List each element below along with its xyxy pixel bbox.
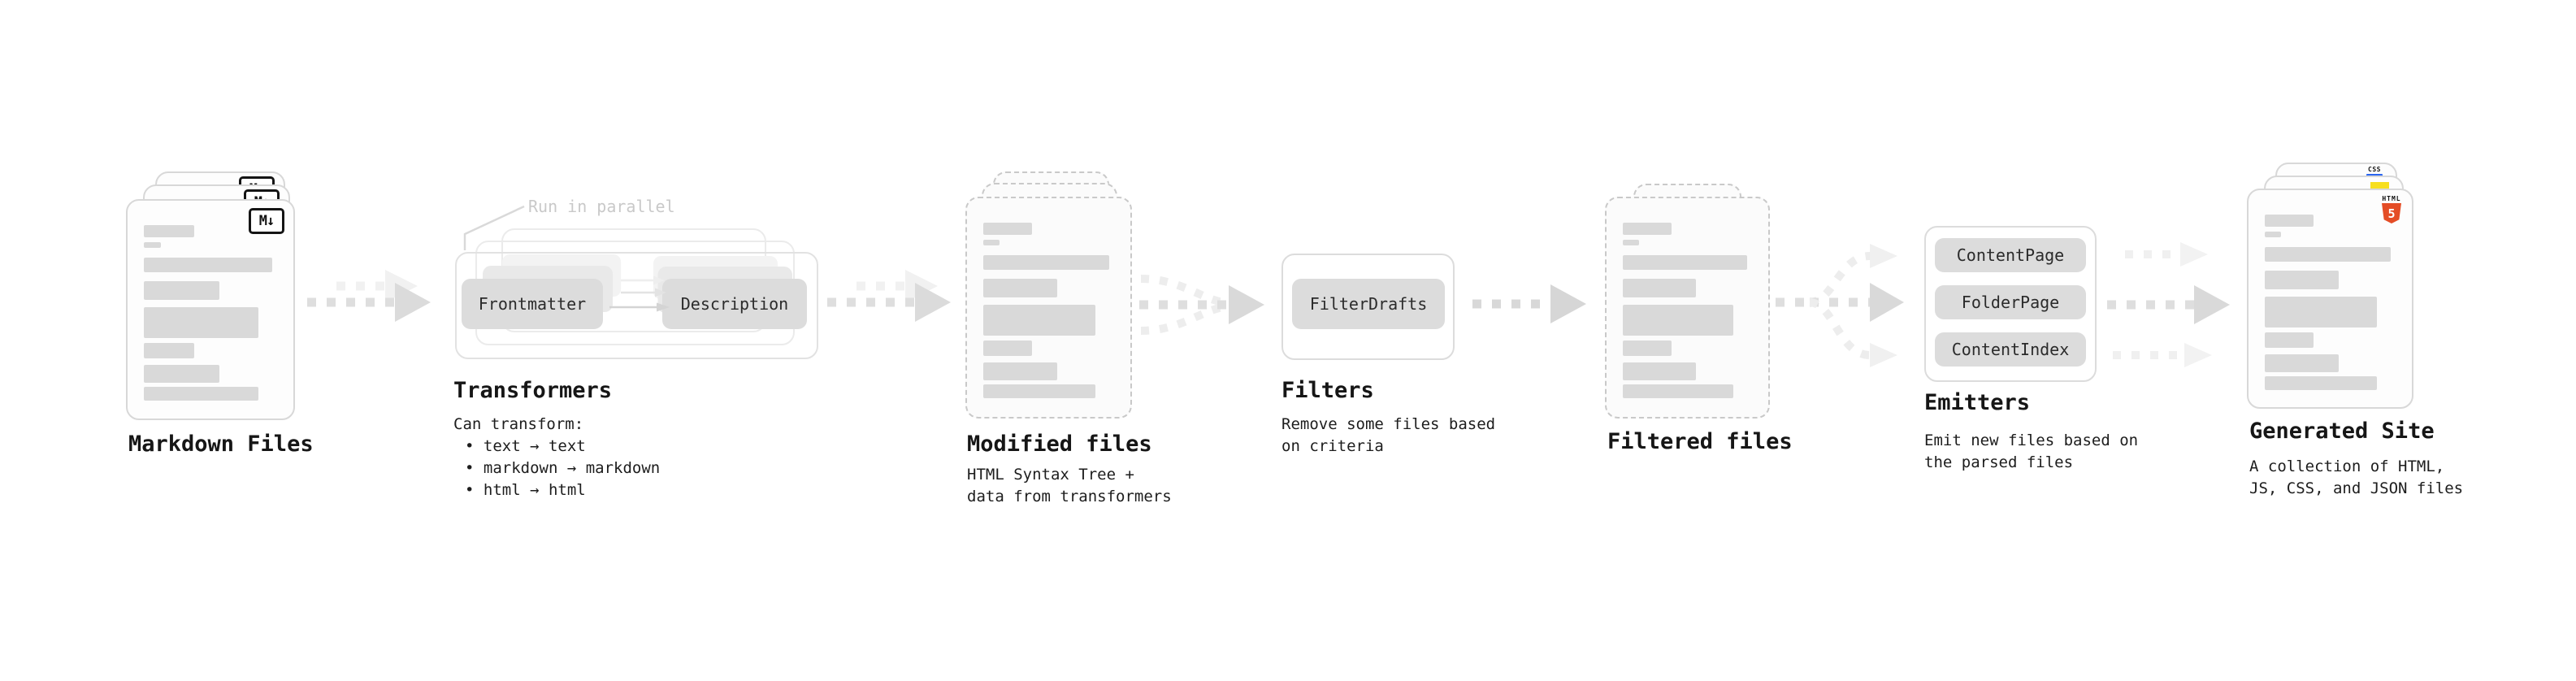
flow-arrow-filters-to-filtered <box>1472 284 1586 323</box>
document-text-placeholder <box>144 225 272 401</box>
stage-title-filters: Filters <box>1281 378 1374 403</box>
stage-title-generated-site: Generated Site <box>2249 419 2435 444</box>
folderpage-chip: FolderPage <box>1935 285 2086 319</box>
transformer-box <box>455 252 818 359</box>
document-text-placeholder <box>983 223 1109 398</box>
stage-title-markdown-files: Markdown Files <box>128 432 314 457</box>
contentindex-chip: ContentIndex <box>1935 332 2086 367</box>
merge-arrow-modified-to-filters <box>1139 275 1264 335</box>
split-arrow-filtered-to-emitters <box>1776 244 1904 367</box>
parallel-bracket <box>463 205 525 250</box>
frontmatter-chip: Frontmatter <box>462 279 603 329</box>
contentpage-chip: ContentPage <box>1935 238 2086 272</box>
css-icon: CSS <box>2366 166 2383 176</box>
html5-icon: HTML 5 <box>2381 195 2402 223</box>
modified-files-subtitle: HTML Syntax Tree + data from transformer… <box>967 466 1172 505</box>
transformers-bullet: • text → text <box>465 437 586 455</box>
generated-html-card: HTML 5 <box>2247 189 2413 409</box>
modified-file-card <box>965 197 1132 419</box>
stage-title-emitters: Emitters <box>1924 390 2031 415</box>
flow-arrow-markdown-to-transformers <box>307 270 431 322</box>
filtered-file-card <box>1605 197 1770 419</box>
stage-title-transformers: Transformers <box>453 378 613 403</box>
markdown-icon: M↓ <box>249 208 284 234</box>
stage-title-filtered-files: Filtered files <box>1607 429 1793 454</box>
document-text-placeholder <box>2265 215 2391 390</box>
filters-subtitle: Remove some files based on criteria <box>1281 415 1496 455</box>
flow-arrow-transformers-to-modified <box>827 270 951 322</box>
description-chip: Description <box>662 279 807 329</box>
stage-title-modified-files: Modified files <box>967 432 1152 457</box>
emitters-subtitle: Emit new files based on the parsed files <box>1924 432 2139 471</box>
markdown-file-card: M↓ <box>126 199 295 420</box>
transform-arrows-icon <box>609 275 670 312</box>
transformers-bullet: • html → html <box>465 481 586 499</box>
generated-site-subtitle: A collection of HTML, JS, CSS, and JSON … <box>2249 458 2464 497</box>
fanout-arrows-emitters-to-generated <box>2107 242 2230 367</box>
transformers-bullet: • markdown → markdown <box>465 459 661 477</box>
transformers-heading: Can transform: <box>453 415 584 433</box>
filterdrafts-chip: FilterDrafts <box>1292 279 1445 329</box>
run-in-parallel-note: Run in parallel <box>528 197 675 216</box>
document-text-placeholder <box>1623 223 1747 398</box>
